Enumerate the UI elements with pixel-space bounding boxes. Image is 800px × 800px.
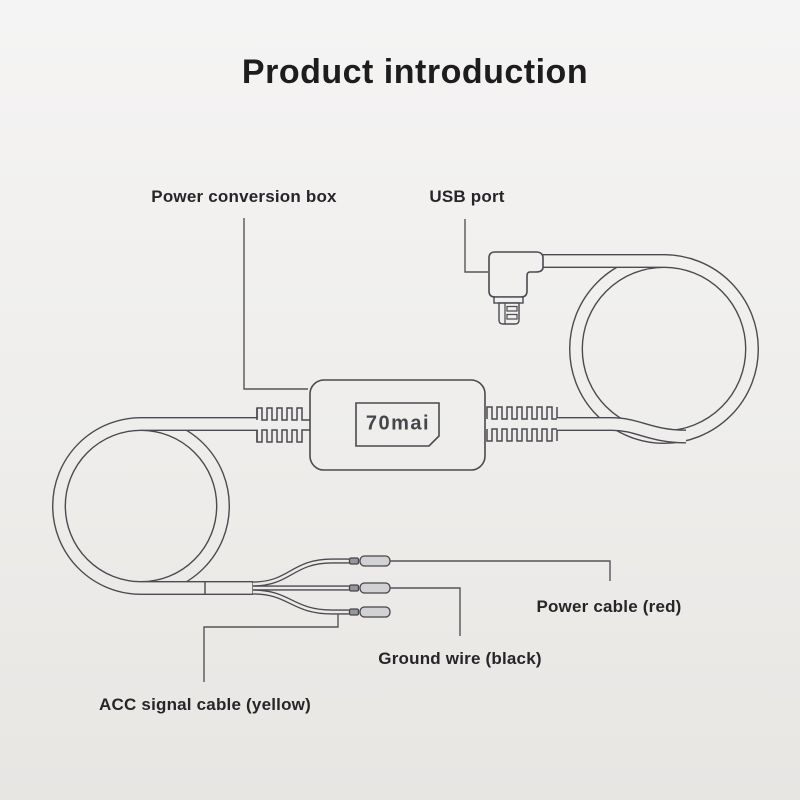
power-conversion-box: [309, 379, 486, 471]
label-ground-wire: Ground wire (black): [378, 649, 542, 668]
strain-relief-right: [486, 406, 558, 442]
label-usb-port: USB port: [429, 187, 505, 206]
usb-connector: [488, 251, 544, 325]
leader-ground-wire: [390, 587, 461, 636]
page-title: Product introduction: [241, 53, 589, 91]
label-power-cable: Power cable (red): [536, 597, 682, 616]
right-cable-coil: [543, 254, 759, 444]
leader-acc-cable: [203, 614, 339, 682]
label-power-conversion-box: Power conversion box: [151, 187, 337, 206]
split-wires: [252, 558, 349, 615]
wire-terminals: [348, 555, 391, 618]
strain-relief-left: [256, 407, 311, 443]
leader-power-cable: [390, 560, 611, 581]
usb-plug-collar: [493, 296, 524, 304]
label-acc-signal-cable: ACC signal cable (yellow): [99, 695, 311, 714]
brand-logo-70mai: 70mai: [365, 412, 431, 435]
leader-power-conversion-box: [243, 218, 308, 390]
left-cable-coil: [52, 417, 258, 595]
leader-usb-port: [464, 219, 488, 273]
logo-plate: [355, 402, 440, 447]
